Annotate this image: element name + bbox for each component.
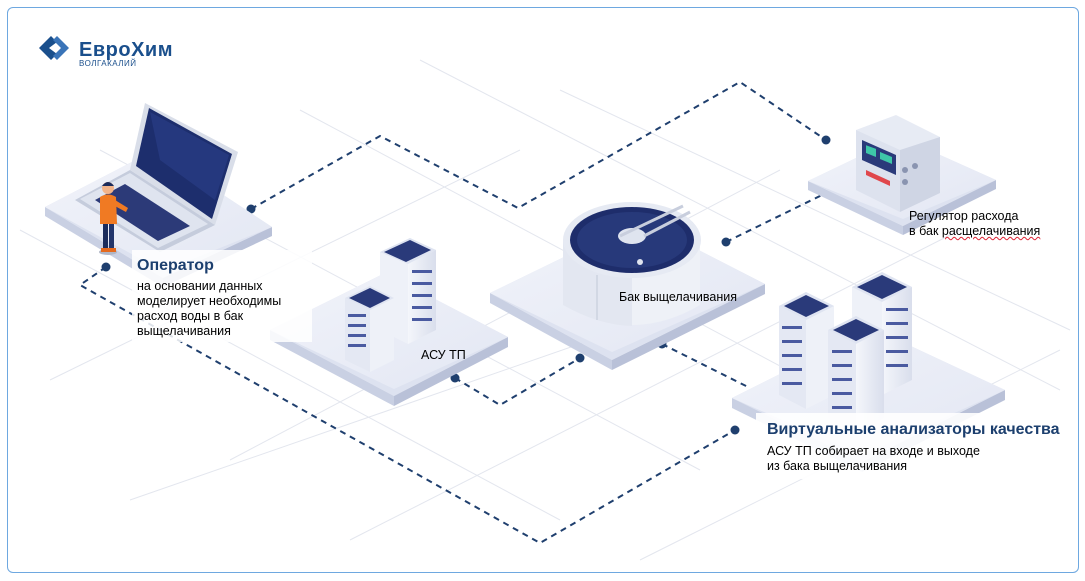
- logo-name: ЕвроХим: [79, 39, 173, 61]
- operator-label-backdrop: [132, 250, 312, 342]
- diagram-frame: [7, 7, 1079, 573]
- connector-asu-to-tank: [454, 357, 581, 407]
- connector-tank-to-regulator: [725, 194, 823, 243]
- asu-server-rack-icon: [345, 238, 436, 372]
- logo-subtitle: ВОЛГАКАЛИЙ: [79, 59, 137, 68]
- regulator-label-line2-word: расщелачивания: [941, 224, 1041, 238]
- va-description: АСУ ТП собирает на входе и выходе из бак…: [767, 444, 980, 473]
- regulator-label-line2-prefix: в бак: [909, 224, 942, 238]
- eurochem-logo-icon: [39, 36, 69, 60]
- va-server-racks-icon: [779, 272, 912, 432]
- eurochem-logo: ЕвроХим ВОЛГАКАЛИЙ: [37, 33, 173, 68]
- connector-tank-to-va: [661, 343, 751, 389]
- operator-person-icon: [99, 182, 128, 255]
- flow-regulator-icon: [856, 115, 940, 212]
- asu-label: АСУ ТП: [421, 348, 466, 362]
- regulator-label-line1: Регулятор расхода: [909, 209, 1019, 223]
- regulator-label: Регулятор расхода в бак расщелачивания: [909, 209, 1040, 239]
- connector-operator-to-regulator: [250, 80, 827, 210]
- va-title: Виртуальные анализаторы качества: [767, 421, 1060, 438]
- operator-title: Оператор: [137, 257, 214, 274]
- leaching-tank-icon: [563, 202, 701, 326]
- connector-lines: [78, 80, 827, 545]
- connector-operator-to-va: [78, 266, 736, 545]
- va-label-backdrop: [756, 413, 1078, 479]
- tank-label: Бак выщелачивания: [619, 290, 737, 304]
- operator-description: на основании данных моделирует необходим…: [137, 279, 282, 338]
